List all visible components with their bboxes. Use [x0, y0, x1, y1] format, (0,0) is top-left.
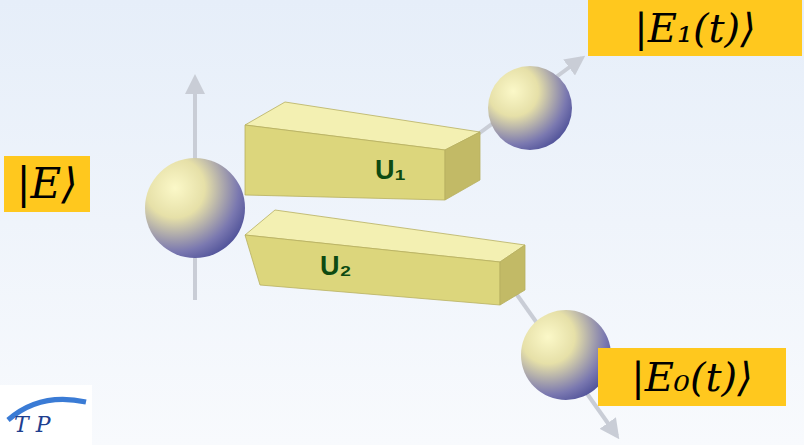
ket-text: |E₀(t)⟩ [631, 357, 753, 397]
beam-face [500, 245, 525, 305]
spin-sphere [145, 158, 245, 258]
spin-sphere [488, 66, 572, 150]
operator-name: U₁ [375, 157, 406, 184]
beam-face [245, 125, 445, 200]
beam-shape [238, 205, 530, 310]
operator-name: U₂ [320, 253, 352, 280]
state-label: |E⟩ [4, 156, 90, 212]
beam-face [245, 235, 500, 305]
beam-face [445, 132, 480, 200]
unitary-beam: U₂ [238, 205, 530, 310]
beam-shape [240, 95, 485, 205]
ket-text: |E₁(t)⟩ [634, 8, 756, 48]
unitary-beam: U₁ [240, 95, 485, 205]
ket-text: |E⟩ [16, 163, 77, 205]
state-label: |E₁(t)⟩ [588, 0, 802, 56]
logo-ground [0, 385, 92, 445]
state-label: |E₀(t)⟩ [598, 348, 786, 406]
logo-text: T P [14, 414, 50, 436]
